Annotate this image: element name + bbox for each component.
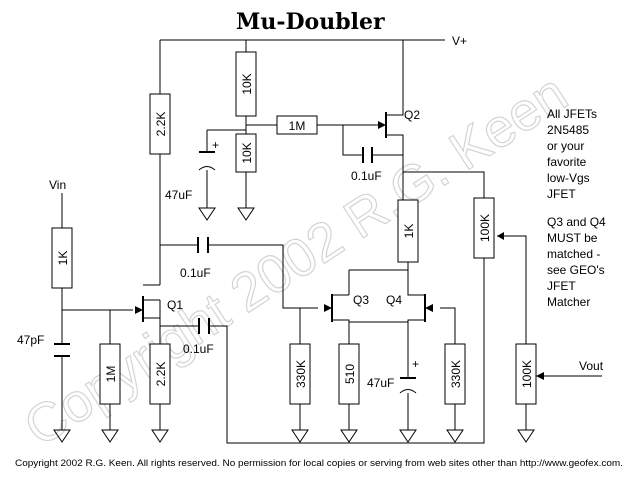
resistor-output-label: 100K — [520, 360, 534, 388]
resistors: 2.2K 10K 10K 1M 1K 1M 2.2K 330K 510 330K… — [51, 51, 537, 405]
q3-gate-arrow-icon — [324, 304, 332, 312]
transistor-q1: Q1 — [135, 284, 183, 326]
note-jfets-line: favorite — [547, 155, 587, 169]
diagram-title: Mu-Doubler — [236, 9, 385, 35]
q1-gate-arrow-icon — [135, 306, 143, 314]
q4-gate-arrow-icon — [425, 304, 433, 312]
ground-icon — [101, 429, 119, 443]
resistor-q2-gate — [276, 115, 318, 135]
note-matching-line: see GEO's — [547, 263, 605, 277]
capacitor-label-2: 0.1uF — [180, 266, 211, 280]
ground-icon — [517, 429, 535, 443]
ground-icon — [237, 207, 255, 221]
resistor-input — [51, 227, 73, 289]
note-matching-line: Q3 and Q4 — [547, 215, 606, 229]
resistor-divider-bottom — [235, 133, 257, 173]
resistor-q1-source — [149, 343, 171, 405]
resistor-divider-top — [235, 51, 257, 117]
resistor-q4-drain — [397, 199, 419, 263]
resistor-q1-source-label: 2.2K — [154, 362, 168, 387]
note-jfets-line: low-Vgs — [547, 171, 590, 185]
potentiometer — [473, 197, 495, 259]
resistor-input-label: 1K — [56, 251, 70, 266]
note-matching-line: matched - — [547, 247, 600, 261]
transistor-q2: Q2 — [378, 98, 420, 138]
capacitor-47uf-label-1: 47uF — [165, 188, 192, 202]
resistor-q4-gate — [444, 343, 466, 405]
vin-label: Vin — [49, 178, 66, 192]
resistor-q3-source-label: 510 — [343, 364, 357, 384]
resistor-q3-gate-label: 330K — [294, 360, 308, 388]
capacitor-47pf-label: 47pF — [17, 333, 44, 347]
resistor-divider-bottom-label: 10K — [240, 142, 254, 163]
copyright-footer: Copyright 2002 R.G. Keen. All rights res… — [15, 458, 623, 468]
ground-symbols — [53, 207, 535, 443]
note-matching: Q3 and Q4 MUST be matched - see GEO's JF… — [547, 215, 606, 309]
transistor-q4: Q4 — [349, 292, 433, 323]
transistor-q3: Q3 — [324, 293, 369, 322]
capacitor-plus-2: + — [412, 357, 419, 371]
resistor-output — [515, 343, 537, 405]
resistor-q4-drain-label: 1K — [402, 224, 416, 239]
q4-label: Q4 — [386, 293, 402, 307]
note-jfets-line: 2N5485 — [547, 123, 589, 137]
resistor-q1-drain-label: 2.2K — [154, 112, 168, 137]
q2-label: Q2 — [404, 108, 420, 122]
ground-icon — [53, 429, 71, 443]
q2-gate-arrow-icon — [378, 121, 386, 129]
resistor-q1-drain — [149, 93, 171, 155]
capacitor-47uf-label-2: 47uF — [367, 376, 394, 390]
potentiometer-label: 100K — [478, 214, 492, 242]
ground-icon — [198, 207, 216, 221]
wiper-arrow-icon — [497, 232, 504, 240]
capacitor-label-1: 0.1uF — [351, 169, 382, 183]
resistor-q3-source — [338, 343, 360, 405]
wires — [61, 39, 602, 444]
capacitor-plus-1: + — [212, 138, 219, 152]
resistor-q1-gate — [99, 343, 121, 405]
ground-icon — [340, 429, 358, 443]
note-jfets-line: All JFETs — [547, 107, 597, 121]
capacitor-label-3: 0.1uF — [183, 342, 214, 356]
capacitors: + 47uF 0.1uF 0.1uF 0.1uF 47pF + 47uF — [17, 138, 419, 394]
ground-icon — [291, 429, 309, 443]
note-jfets-line: or your — [547, 139, 584, 153]
ground-icon — [151, 429, 169, 443]
resistor-q4-gate-label: 330K — [449, 360, 463, 388]
q1-label: Q1 — [167, 298, 183, 312]
resistor-divider-top-label: 10K — [240, 73, 254, 94]
vout-arrow-icon — [536, 372, 544, 380]
ground-icon — [399, 429, 417, 443]
note-jfets-line: JFET — [547, 187, 576, 201]
vplus-label: V+ — [452, 34, 467, 48]
resistor-q3-gate — [289, 343, 311, 405]
note-matching-line: Matcher — [547, 295, 590, 309]
note-matching-line: MUST be — [547, 231, 598, 245]
vout-label: Vout — [579, 359, 604, 373]
ground-icon — [446, 429, 464, 443]
q3-label: Q3 — [353, 293, 369, 307]
note-jfets: All JFETs 2N5485 or your favorite low-Vg… — [547, 107, 597, 201]
note-matching-line: JFET — [547, 279, 576, 293]
resistor-q2-gate-label: 1M — [289, 119, 306, 133]
resistor-q1-gate-label: 1M — [104, 366, 118, 383]
